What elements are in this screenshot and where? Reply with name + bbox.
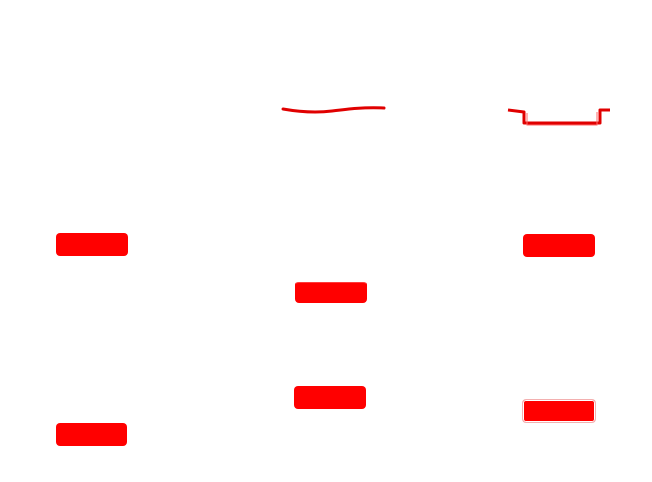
red-button-left-low[interactable]: [56, 423, 127, 446]
tray-outer-path: [507, 108, 610, 125]
wave-line-icon: [281, 106, 386, 114]
red-button-left-top[interactable]: [56, 233, 128, 256]
red-button-center-low[interactable]: [294, 386, 366, 409]
wave-line-path: [281, 106, 386, 114]
tray-inner-path: [526, 112, 598, 126]
tray-outline-icon: [507, 108, 610, 126]
red-button-center-mid[interactable]: [295, 280, 367, 303]
red-button-right-low[interactable]: [522, 399, 596, 423]
red-button-right-top[interactable]: [523, 234, 595, 257]
